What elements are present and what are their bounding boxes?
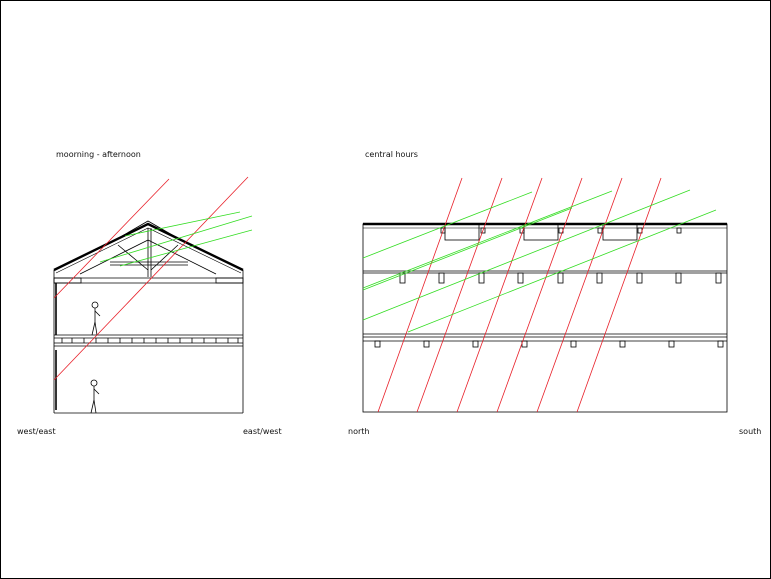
person-figure-lower bbox=[90, 379, 100, 414]
left-sun-rays-red bbox=[53, 176, 249, 381]
left-orientation-label-east: east/west bbox=[243, 427, 282, 436]
left-roof bbox=[53, 222, 244, 272]
right-sun-rays-red bbox=[377, 177, 662, 413]
right-orientation-label-south: south bbox=[739, 427, 761, 436]
left-building-section bbox=[53, 220, 244, 414]
left-orientation-label-west: west/east bbox=[17, 427, 56, 436]
left-sun-rays-green bbox=[99, 211, 253, 267]
person-figure-upper bbox=[91, 301, 101, 336]
left-section-title: moorning - afternoon bbox=[56, 150, 141, 159]
right-building-section bbox=[362, 222, 728, 413]
right-orientation-label-north: north bbox=[348, 427, 369, 436]
right-sun-rays-green bbox=[362, 189, 717, 333]
right-section-title: central hours bbox=[365, 150, 418, 159]
